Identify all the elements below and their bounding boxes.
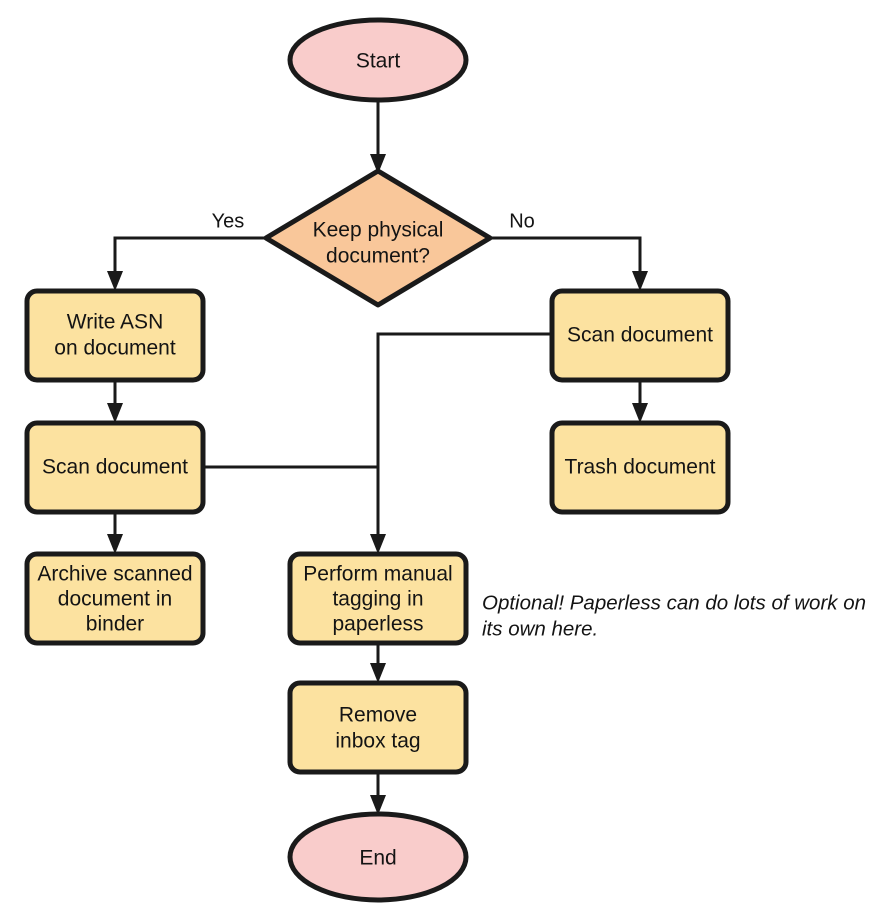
archive-label-line3: binder xyxy=(86,613,144,636)
tagging-label-line2: tagging in xyxy=(332,588,423,611)
end-ellipse xyxy=(287,811,469,903)
decision-diamond xyxy=(263,168,493,308)
edge-scan-left-to-archive xyxy=(107,512,123,554)
tagging-label-line3: paperless xyxy=(332,613,423,636)
edge-label-no: No xyxy=(509,210,535,232)
node-perform-manual-tagging[interactable]: Perform manual tagging in paperless xyxy=(287,551,469,646)
node-keep-physical-document-decision[interactable]: Keep physical document? xyxy=(263,168,493,308)
node-archive-scanned-document[interactable]: Archive scanned document in binder xyxy=(24,551,206,646)
node-remove-inbox-tag[interactable]: Remove inbox tag xyxy=(287,680,469,775)
edge-tagging-to-remove-inbox xyxy=(370,643,386,683)
edge-scan-right-to-trash xyxy=(632,380,648,423)
archive-label-line2: document in xyxy=(58,588,172,611)
start-ellipse xyxy=(287,17,469,103)
remove-inbox-box xyxy=(287,680,469,775)
edge-start-to-decision xyxy=(370,101,386,174)
annotation-line2: its own here. xyxy=(482,617,598,640)
edge-decision-no-to-scan-right xyxy=(491,236,648,291)
node-scan-document-right[interactable]: Scan document xyxy=(549,288,731,383)
node-start[interactable]: Start xyxy=(287,17,469,103)
node-end[interactable]: End xyxy=(287,811,469,903)
end-label: End xyxy=(359,847,396,870)
start-label: Start xyxy=(356,50,401,73)
write-asn-label-line1: Write ASN xyxy=(67,311,163,334)
decision-label-line1: Keep physical xyxy=(313,219,444,242)
edge-scan-right-to-tagging xyxy=(370,332,552,554)
annotation-line1: Optional! Paperless can do lots of work … xyxy=(482,591,866,614)
edge-label-yes: Yes xyxy=(212,210,245,232)
write-asn-box xyxy=(24,288,206,383)
node-scan-document-left[interactable]: Scan document xyxy=(24,420,206,515)
scan-document-left-label: Scan document xyxy=(42,456,188,479)
trash-document-label: Trash document xyxy=(565,456,716,479)
node-trash-document[interactable]: Trash document xyxy=(549,420,731,515)
trash-document-box xyxy=(549,420,731,515)
archive-label-line1: Archive scanned xyxy=(37,563,192,586)
edge-write-asn-to-scan-left xyxy=(107,380,123,423)
tagging-label-line1: Perform manual xyxy=(303,563,452,586)
scan-document-right-label: Scan document xyxy=(567,324,713,347)
scan-document-right-box xyxy=(549,288,731,383)
node-write-asn-on-document[interactable]: Write ASN on document xyxy=(24,288,206,383)
remove-inbox-label-line2: inbox tag xyxy=(335,730,420,753)
annotation-optional-note: Optional! Paperless can do lots of work … xyxy=(482,591,866,640)
remove-inbox-label-line1: Remove xyxy=(339,704,417,727)
scan-document-left-box xyxy=(24,420,206,515)
decision-label-line2: document? xyxy=(326,245,430,268)
edge-decision-yes-to-write-asn xyxy=(107,236,265,291)
tagging-box xyxy=(287,551,469,646)
archive-box xyxy=(24,551,206,646)
write-asn-label-line2: on document xyxy=(54,337,176,360)
edge-remove-inbox-to-end xyxy=(370,772,386,815)
